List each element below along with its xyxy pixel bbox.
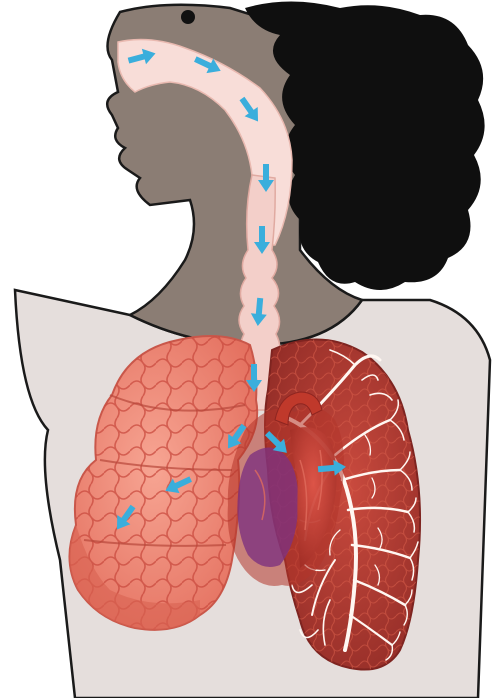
nostril — [181, 10, 195, 24]
heart-chamber — [237, 448, 298, 568]
